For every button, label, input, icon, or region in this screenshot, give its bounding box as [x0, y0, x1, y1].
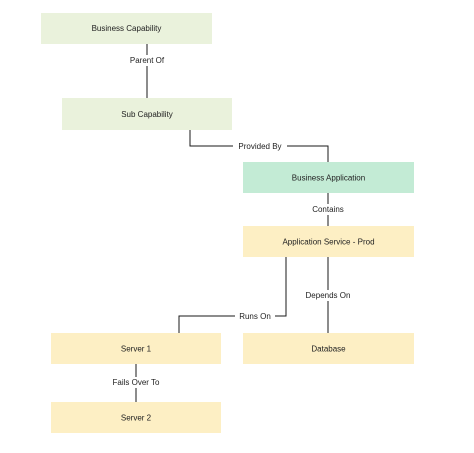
edge-label: Depends On — [306, 291, 351, 300]
edge-label-fails-over-to: Fails Over To — [107, 377, 165, 388]
edge-label-contains: Contains — [308, 204, 348, 215]
node-business-application[interactable]: Business Application — [243, 162, 414, 193]
node-label: Business Application — [292, 174, 365, 183]
edge-runs-on[interactable] — [178, 257, 287, 333]
node-label: Sub Capability — [121, 110, 173, 119]
edge-label-provided-by: Provided By — [233, 141, 287, 152]
edge-label: Contains — [312, 205, 344, 214]
node-server-1[interactable]: Server 1 — [51, 333, 221, 364]
node-label: Business Capability — [92, 24, 162, 33]
node-label: Database — [311, 345, 346, 354]
edge-label: Provided By — [238, 142, 281, 151]
node-label: Application Service - Prod — [282, 238, 374, 247]
node-server-2[interactable]: Server 2 — [51, 402, 221, 433]
node-database[interactable]: Database — [243, 333, 414, 364]
edge-label-parent-of: Parent Of — [124, 55, 170, 66]
edge-label-runs-on: Runs On — [235, 311, 275, 322]
node-business-capability[interactable]: Business Capability — [41, 13, 212, 44]
node-label: Server 2 — [121, 414, 152, 423]
node-label: Server 1 — [121, 345, 152, 354]
edge-label: Fails Over To — [113, 378, 161, 387]
node-sub-capability[interactable]: Sub Capability — [62, 98, 232, 130]
node-application-service-prod[interactable]: Application Service - Prod — [243, 226, 414, 257]
edge-label: Runs On — [239, 312, 271, 321]
edge-label: Parent Of — [130, 56, 165, 65]
edge-label-depends-on: Depends On — [302, 290, 354, 301]
